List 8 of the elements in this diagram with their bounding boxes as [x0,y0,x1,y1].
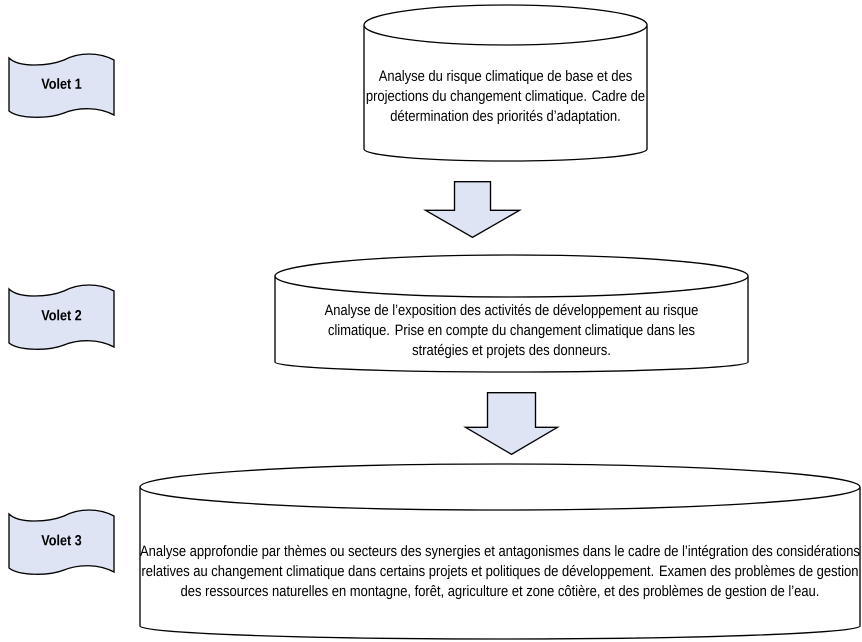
block-arrow [423,181,522,238]
flag-label: Volet 2 [8,284,115,350]
cylinder: Analyse de l’exposition des activités de développement au risque climatique. Prise en compte du changement climatique dans les stratégies et projets des donneurs. [274,254,749,373]
block-arrow [463,392,560,456]
flag-label: Volet 3 [8,509,115,575]
cylinder: Analyse approfondie par thèmes ou secteurs des synergies et antagonismes dans le cadre de l’intégration des considérations relatives au changement climatique dans certains projets et politiques de développement. Examen des problèmes de gestion des ressources naturelles en montagne, forêt, agriculture et zone côtière, et des problèmes de gestion de l’eau. [139,463,861,640]
flag-label: Volet 1 [8,53,115,118]
cylinder: Analyse du risque climatique de base et des projections du changement climatique. Cadre de détermination des priorités d’adaptation. [363,4,648,162]
